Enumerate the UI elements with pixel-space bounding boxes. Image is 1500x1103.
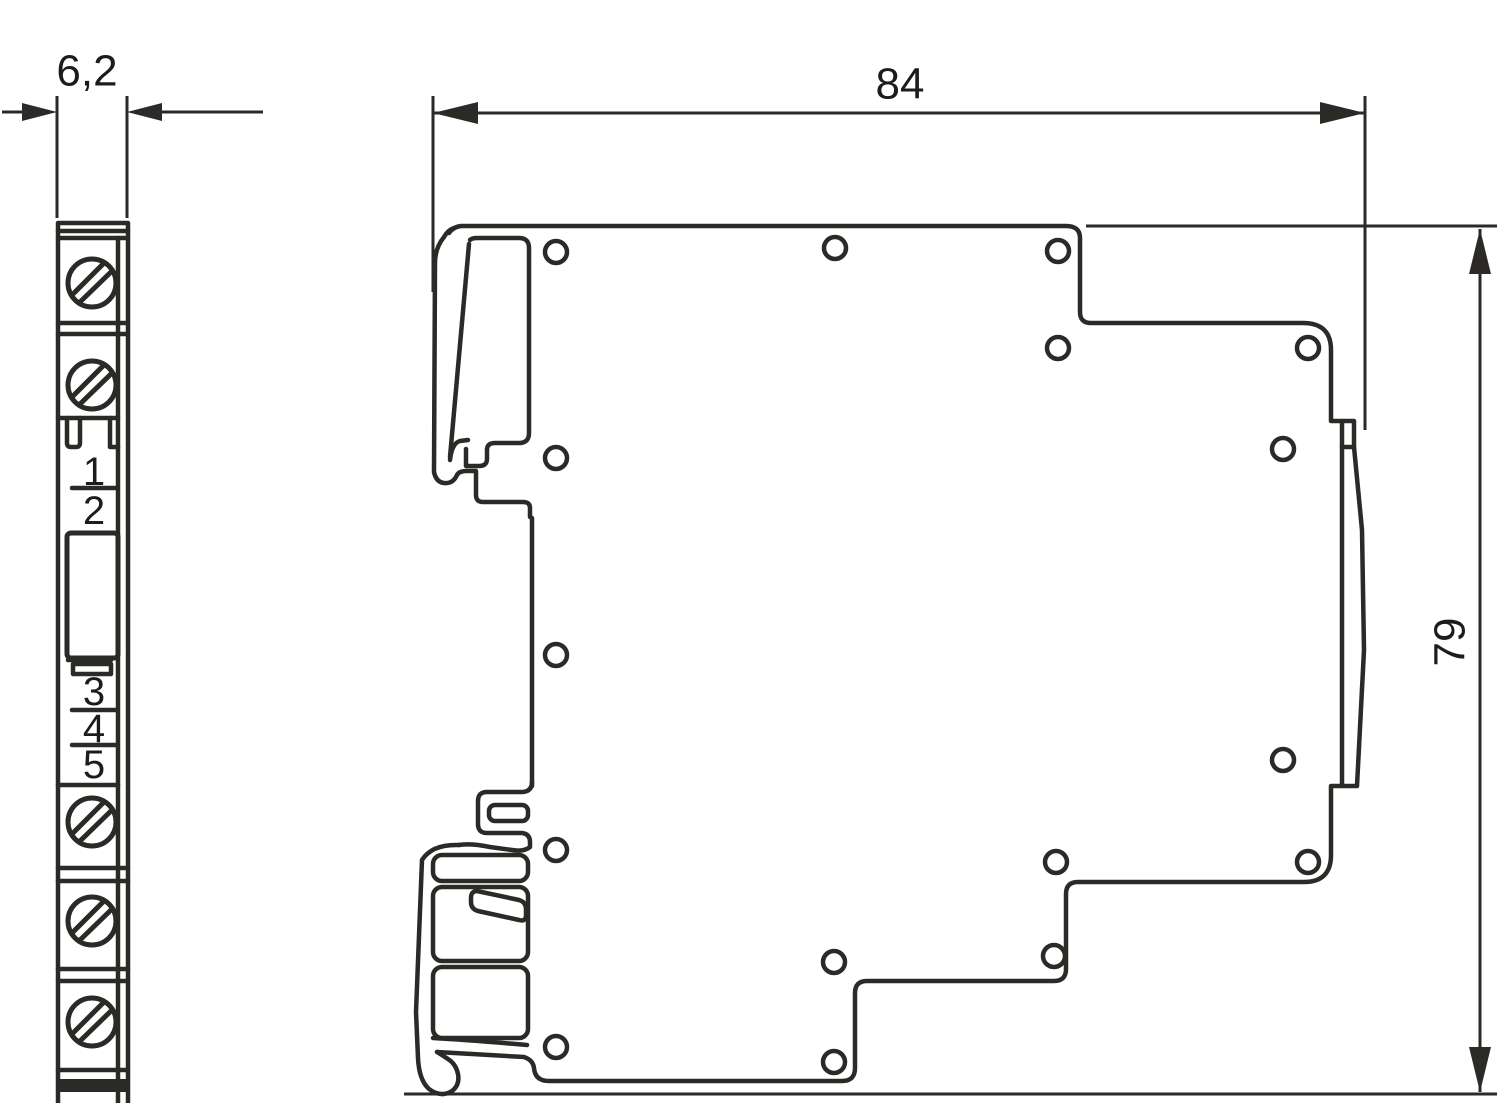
hole <box>1040 942 1068 970</box>
screw-terminal-icon <box>65 995 119 1049</box>
hole <box>821 234 849 262</box>
dim-label-side-height: 79 <box>1426 618 1475 667</box>
arrowhead <box>433 102 478 124</box>
hole <box>1044 237 1072 265</box>
hole <box>1294 848 1322 876</box>
dimension-side-width: 84 <box>431 60 1367 430</box>
hole <box>542 641 570 669</box>
din-claw-outline <box>431 225 535 789</box>
screw-terminal-icon <box>65 894 119 948</box>
din-foot-spine <box>413 842 462 1097</box>
hole <box>1269 435 1297 463</box>
hole <box>542 1033 570 1061</box>
din-foot-tooth <box>430 884 531 964</box>
marker-window <box>64 530 121 661</box>
screw-terminal-icon <box>65 795 119 849</box>
arrowhead <box>127 103 162 121</box>
claw-inner-line <box>447 241 472 460</box>
front-view: 1 2 3 4 5 <box>55 220 131 1103</box>
din-foot-tooth <box>430 852 531 884</box>
screw-terminal-icon <box>65 256 119 310</box>
dimension-side-height: 79 <box>404 224 1497 1096</box>
hole <box>542 444 570 472</box>
din-foot-slot <box>486 802 531 824</box>
terminal-label-1: 1 <box>83 450 105 494</box>
mounting-holes <box>542 234 1322 1076</box>
front-leg <box>64 415 83 450</box>
dim-label-side-width: 84 <box>876 60 925 109</box>
terminal-label-4: 4 <box>83 707 105 751</box>
hole <box>542 836 570 864</box>
hole <box>820 948 848 976</box>
din-foot-slant-slot <box>468 888 529 923</box>
arrowhead <box>1469 1047 1491 1092</box>
screw-terminal-icon <box>65 358 119 412</box>
terminal-label-3: 3 <box>83 670 105 714</box>
hole <box>1044 334 1072 362</box>
hole <box>1269 746 1297 774</box>
terminal-label-5: 5 <box>83 743 105 787</box>
hole <box>1042 848 1070 876</box>
front-leg <box>107 415 121 450</box>
terminal-label-2: 2 <box>83 489 105 533</box>
hole <box>1294 334 1322 362</box>
hole <box>542 238 570 266</box>
din-foot-tooth <box>430 964 531 1041</box>
din-foot-bar-line <box>430 1035 530 1048</box>
window-sill-ledge <box>70 661 114 677</box>
dim-label-front-width: 6,2 <box>56 47 117 96</box>
arrowhead <box>22 103 57 121</box>
arrowhead <box>1320 102 1365 124</box>
bottom-band <box>58 1079 128 1092</box>
dimension-front-width: 6,2 <box>2 47 263 218</box>
arrowhead <box>1469 229 1491 274</box>
claw-pocket <box>447 235 532 469</box>
front-outline <box>55 220 131 1103</box>
din-foot-slot-block <box>456 779 535 853</box>
side-outline <box>434 223 1367 1084</box>
side-view <box>413 223 1367 1097</box>
hole <box>820 1048 848 1076</box>
